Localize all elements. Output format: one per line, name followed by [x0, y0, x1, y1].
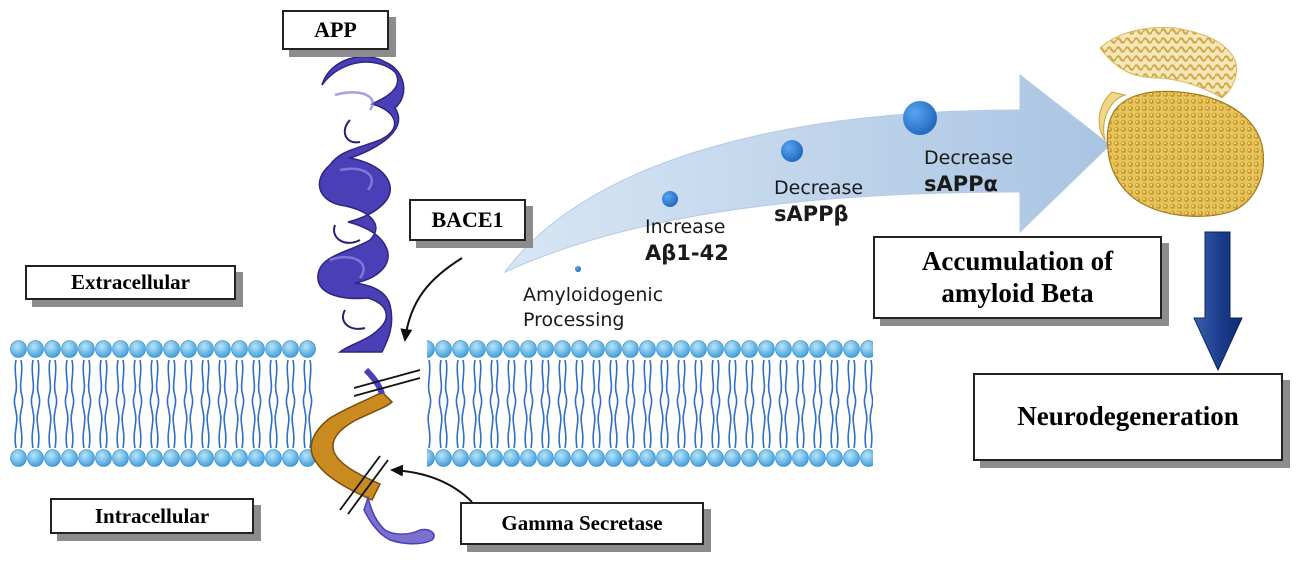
gamma-pointer-arrow — [390, 464, 473, 503]
cell-membrane — [10, 339, 873, 468]
accumulation-label: Accumulation of amyloid Beta — [873, 236, 1162, 319]
step-increase-abeta: Increase Aβ1-42 — [645, 215, 729, 267]
intracellular-label: Intracellular — [50, 498, 254, 534]
step-dot-decrease-beta — [781, 140, 803, 162]
step-decrease-alpha-line-1: Decrease — [924, 147, 1014, 169]
downward-arrow — [1193, 231, 1243, 372]
step-increase-line-1: Increase — [645, 216, 726, 238]
step-decrease-sappb: Decrease sAPPβ — [774, 176, 863, 228]
amyloid-beta-fragment — [310, 391, 394, 501]
app-intracellular-tail — [363, 495, 435, 545]
bace1-cleavage-mark — [353, 369, 421, 397]
step-dot-amyloidogenic — [575, 266, 581, 272]
bace1-label: BACE1 — [409, 199, 526, 241]
accumulation-line-2: amyloid Beta — [941, 277, 1094, 308]
step-amyloidogenic-processing: Amyloidogenic Processing — [523, 283, 663, 332]
amyloid-fibril-image — [1098, 27, 1265, 217]
app-label: APP — [282, 10, 389, 50]
membrane-right-segment — [427, 339, 873, 468]
neurodegeneration-label: Neurodegeneration — [973, 373, 1283, 461]
step-decrease-beta-line-2: sAPPβ — [774, 201, 849, 226]
bace1-pointer-arrow — [400, 257, 463, 342]
extracellular-label: Extracellular — [25, 265, 236, 300]
step-amyloidogenic-line-1: Amyloidogenic — [523, 284, 664, 306]
accumulation-line-1: Accumulation of — [921, 246, 1114, 277]
step-amyloidogenic-line-2: Processing — [523, 308, 625, 331]
step-decrease-beta-line-1: Decrease — [774, 177, 864, 199]
step-dot-decrease-alpha — [903, 101, 937, 135]
app-protein — [317, 55, 405, 353]
gamma-secretase-label: Gamma Secretase — [460, 502, 704, 545]
step-decrease-sappa: Decrease sAPPα — [924, 146, 1013, 198]
gamma-cleavage-mark — [339, 455, 389, 515]
step-decrease-alpha-line-2: sAPPα — [924, 171, 998, 196]
membrane-left-segment — [10, 339, 316, 468]
step-increase-line-2: Aβ1-42 — [645, 240, 729, 265]
process-curved-arrow — [503, 73, 1111, 274]
step-dot-increase — [662, 191, 678, 207]
